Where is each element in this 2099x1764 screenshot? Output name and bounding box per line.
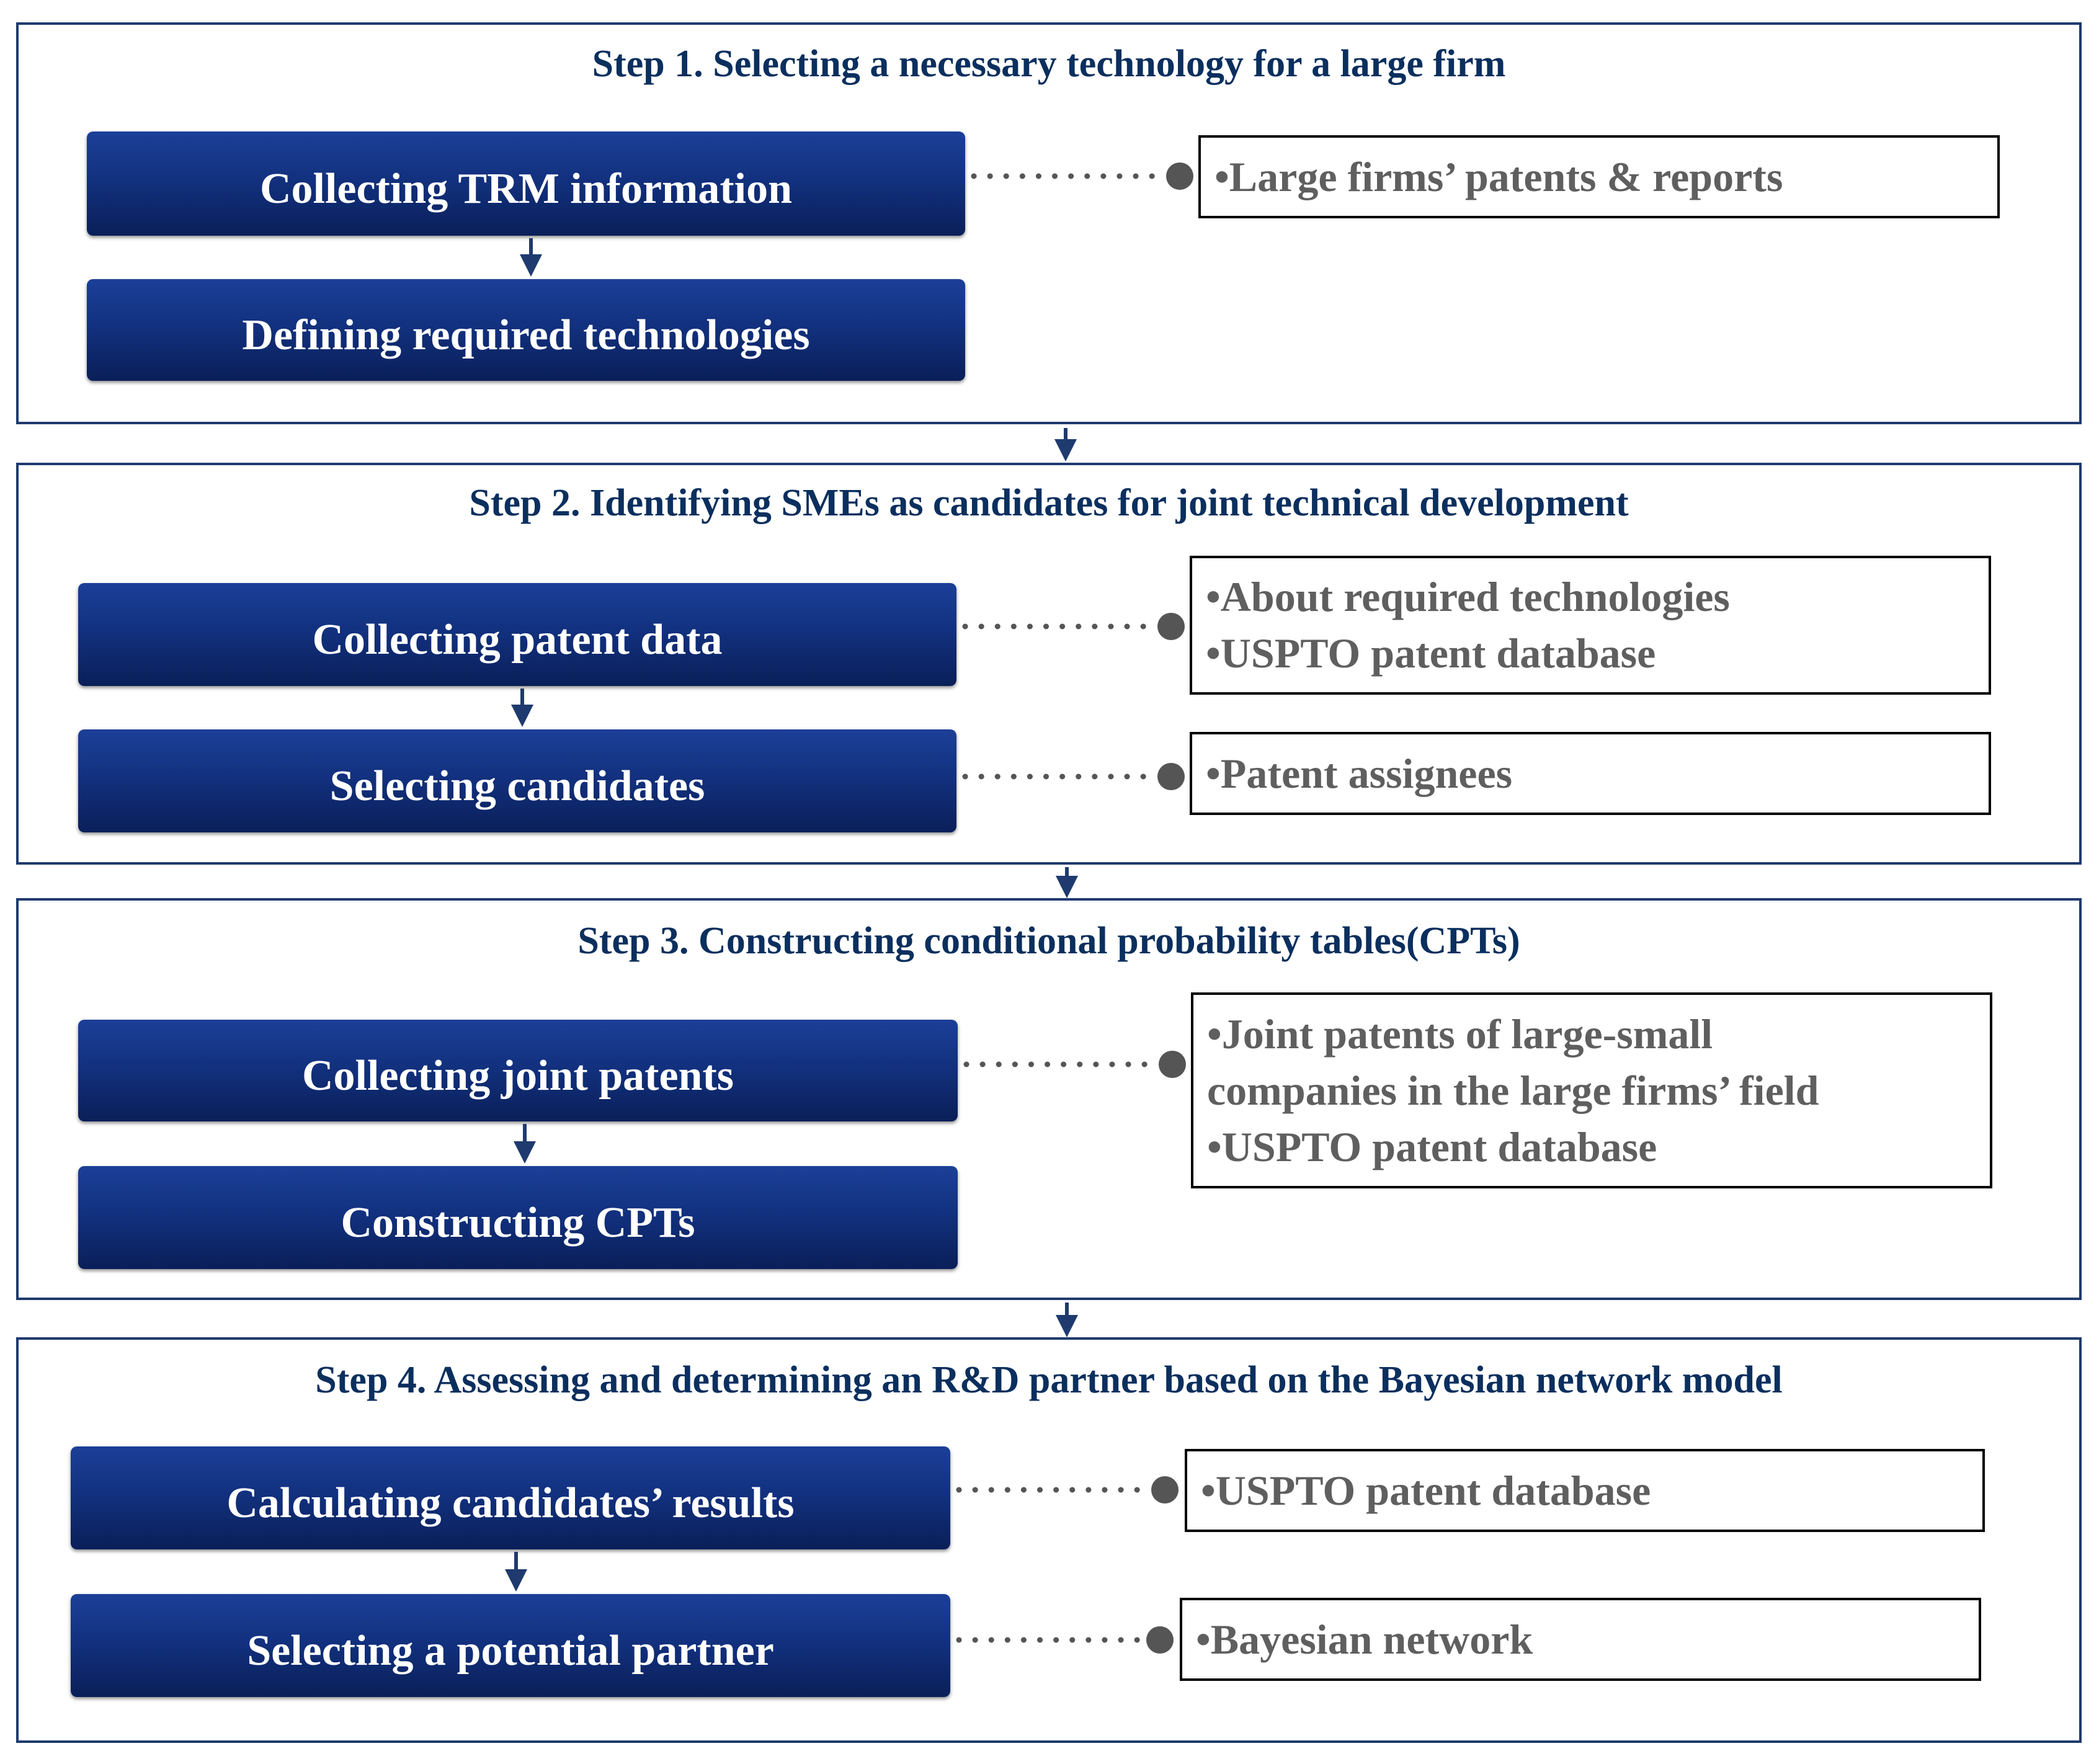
note-line: •About required technologies — [1206, 573, 1730, 620]
process-collecting-patent-data: Collecting patent data — [78, 583, 956, 686]
process-constructing-cpts: Constructing CPTs — [78, 1166, 958, 1269]
process-collecting-trm-information: Collecting TRM information — [87, 131, 965, 236]
note-line: •Bayesian network — [1196, 1615, 1533, 1663]
note-step3-sources: •Joint patents of large-small companies … — [1191, 992, 1992, 1188]
note-line: •USPTO patent database — [1201, 1466, 1651, 1514]
note-line: companies in the large firms’ field — [1207, 1066, 1819, 1114]
connector-end-dot — [1157, 613, 1185, 640]
note-step4-bayesian: •Bayesian network — [1180, 1598, 1981, 1681]
note-line: •Patent assignees — [1206, 749, 1513, 797]
process-calculating-candidates-results: Calculating candidates’ results — [71, 1446, 950, 1549]
note-step4-database: •USPTO patent database — [1185, 1449, 1985, 1532]
note-line: •Large firms’ patents & reports — [1214, 153, 1783, 200]
note-line: •USPTO patent database — [1206, 630, 1656, 677]
step-1-title: Step 1. Selecting a necessary technology… — [592, 43, 1506, 85]
note-line: •USPTO patent database — [1207, 1123, 1657, 1170]
step-3-title: Step 3. Constructing conditional probabi… — [577, 920, 1520, 962]
step-4-title: Step 4. Assessing and determining an R&D… — [315, 1359, 1783, 1401]
process-selecting-candidates: Selecting candidates — [78, 729, 956, 832]
process-selecting-a-potential-partner: Selecting a potential partner — [71, 1594, 950, 1697]
connector-end-dot — [1151, 1476, 1179, 1503]
note-step2-assignees: •Patent assignees — [1190, 732, 1991, 815]
note-line: •Joint patents of large-small — [1207, 1010, 1713, 1058]
connector-end-dot — [1166, 163, 1193, 190]
connector-end-dot — [1157, 763, 1185, 790]
connector-end-dot — [1159, 1051, 1186, 1078]
connector-end-dot — [1146, 1626, 1174, 1654]
note-step2-sources: •About required technologies •USPTO pate… — [1190, 556, 1991, 695]
process-collecting-joint-patents: Collecting joint patents — [78, 1020, 958, 1121]
step-2-title: Step 2. Identifying SMEs as candidates f… — [469, 482, 1629, 524]
process-defining-required-technologies: Defining required technologies — [87, 279, 965, 381]
note-step1-sources: •Large firms’ patents & reports — [1198, 135, 2000, 218]
